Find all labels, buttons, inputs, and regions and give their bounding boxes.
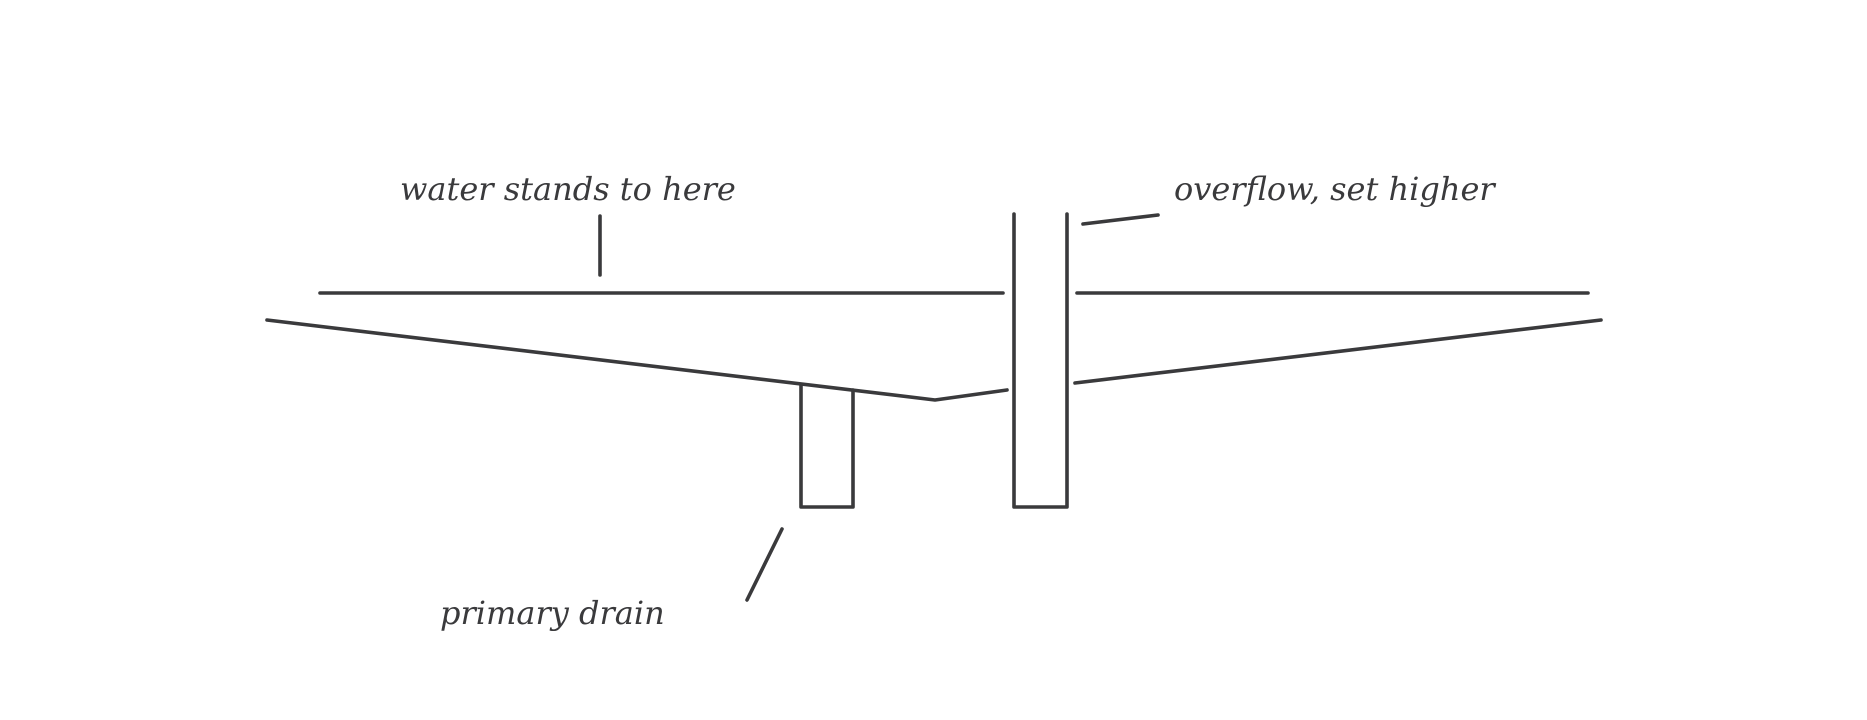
overflow-pipe — [1012, 212, 1069, 509]
roof-slope-left — [265, 318, 1009, 402]
primary-drain-pipe — [799, 383, 855, 509]
overflow-leader — [1081, 213, 1160, 226]
roof-slope-right — [1073, 318, 1603, 385]
primary-drain-label: primary drain — [440, 594, 665, 632]
water-level-label: water stands to here — [400, 170, 736, 208]
overflow-label: overflow, set higher — [1174, 170, 1496, 208]
primary-drain-leader — [745, 527, 784, 602]
